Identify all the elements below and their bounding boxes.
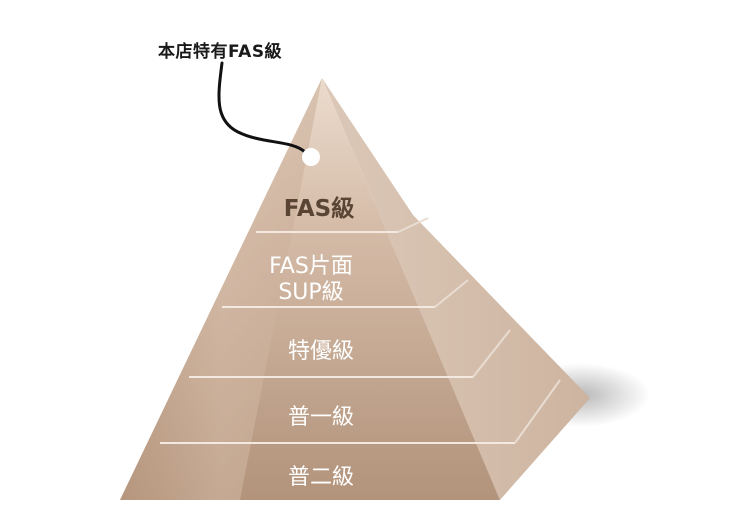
callout-label: 本店特有FAS級	[158, 42, 283, 62]
pyramid-front-shading	[120, 78, 322, 500]
callout-string	[217, 61, 307, 154]
tier-label-standard-2: 普二級	[287, 465, 355, 490]
tier-label-fas-sup-line2: SUP級	[278, 280, 344, 305]
tier-dividers	[160, 231, 515, 444]
tier-label-standard-1: 普一級	[287, 405, 355, 430]
tier-label-fas-sup: FAS片面 SUP級	[269, 254, 353, 306]
tier-label-fas: FAS級	[283, 196, 355, 222]
tier-label-premium: 特優級	[287, 339, 355, 364]
tier-label-fas-sup-line1: FAS片面	[269, 254, 353, 279]
side-step-dividers	[397, 217, 561, 444]
tag-hole	[302, 148, 320, 166]
